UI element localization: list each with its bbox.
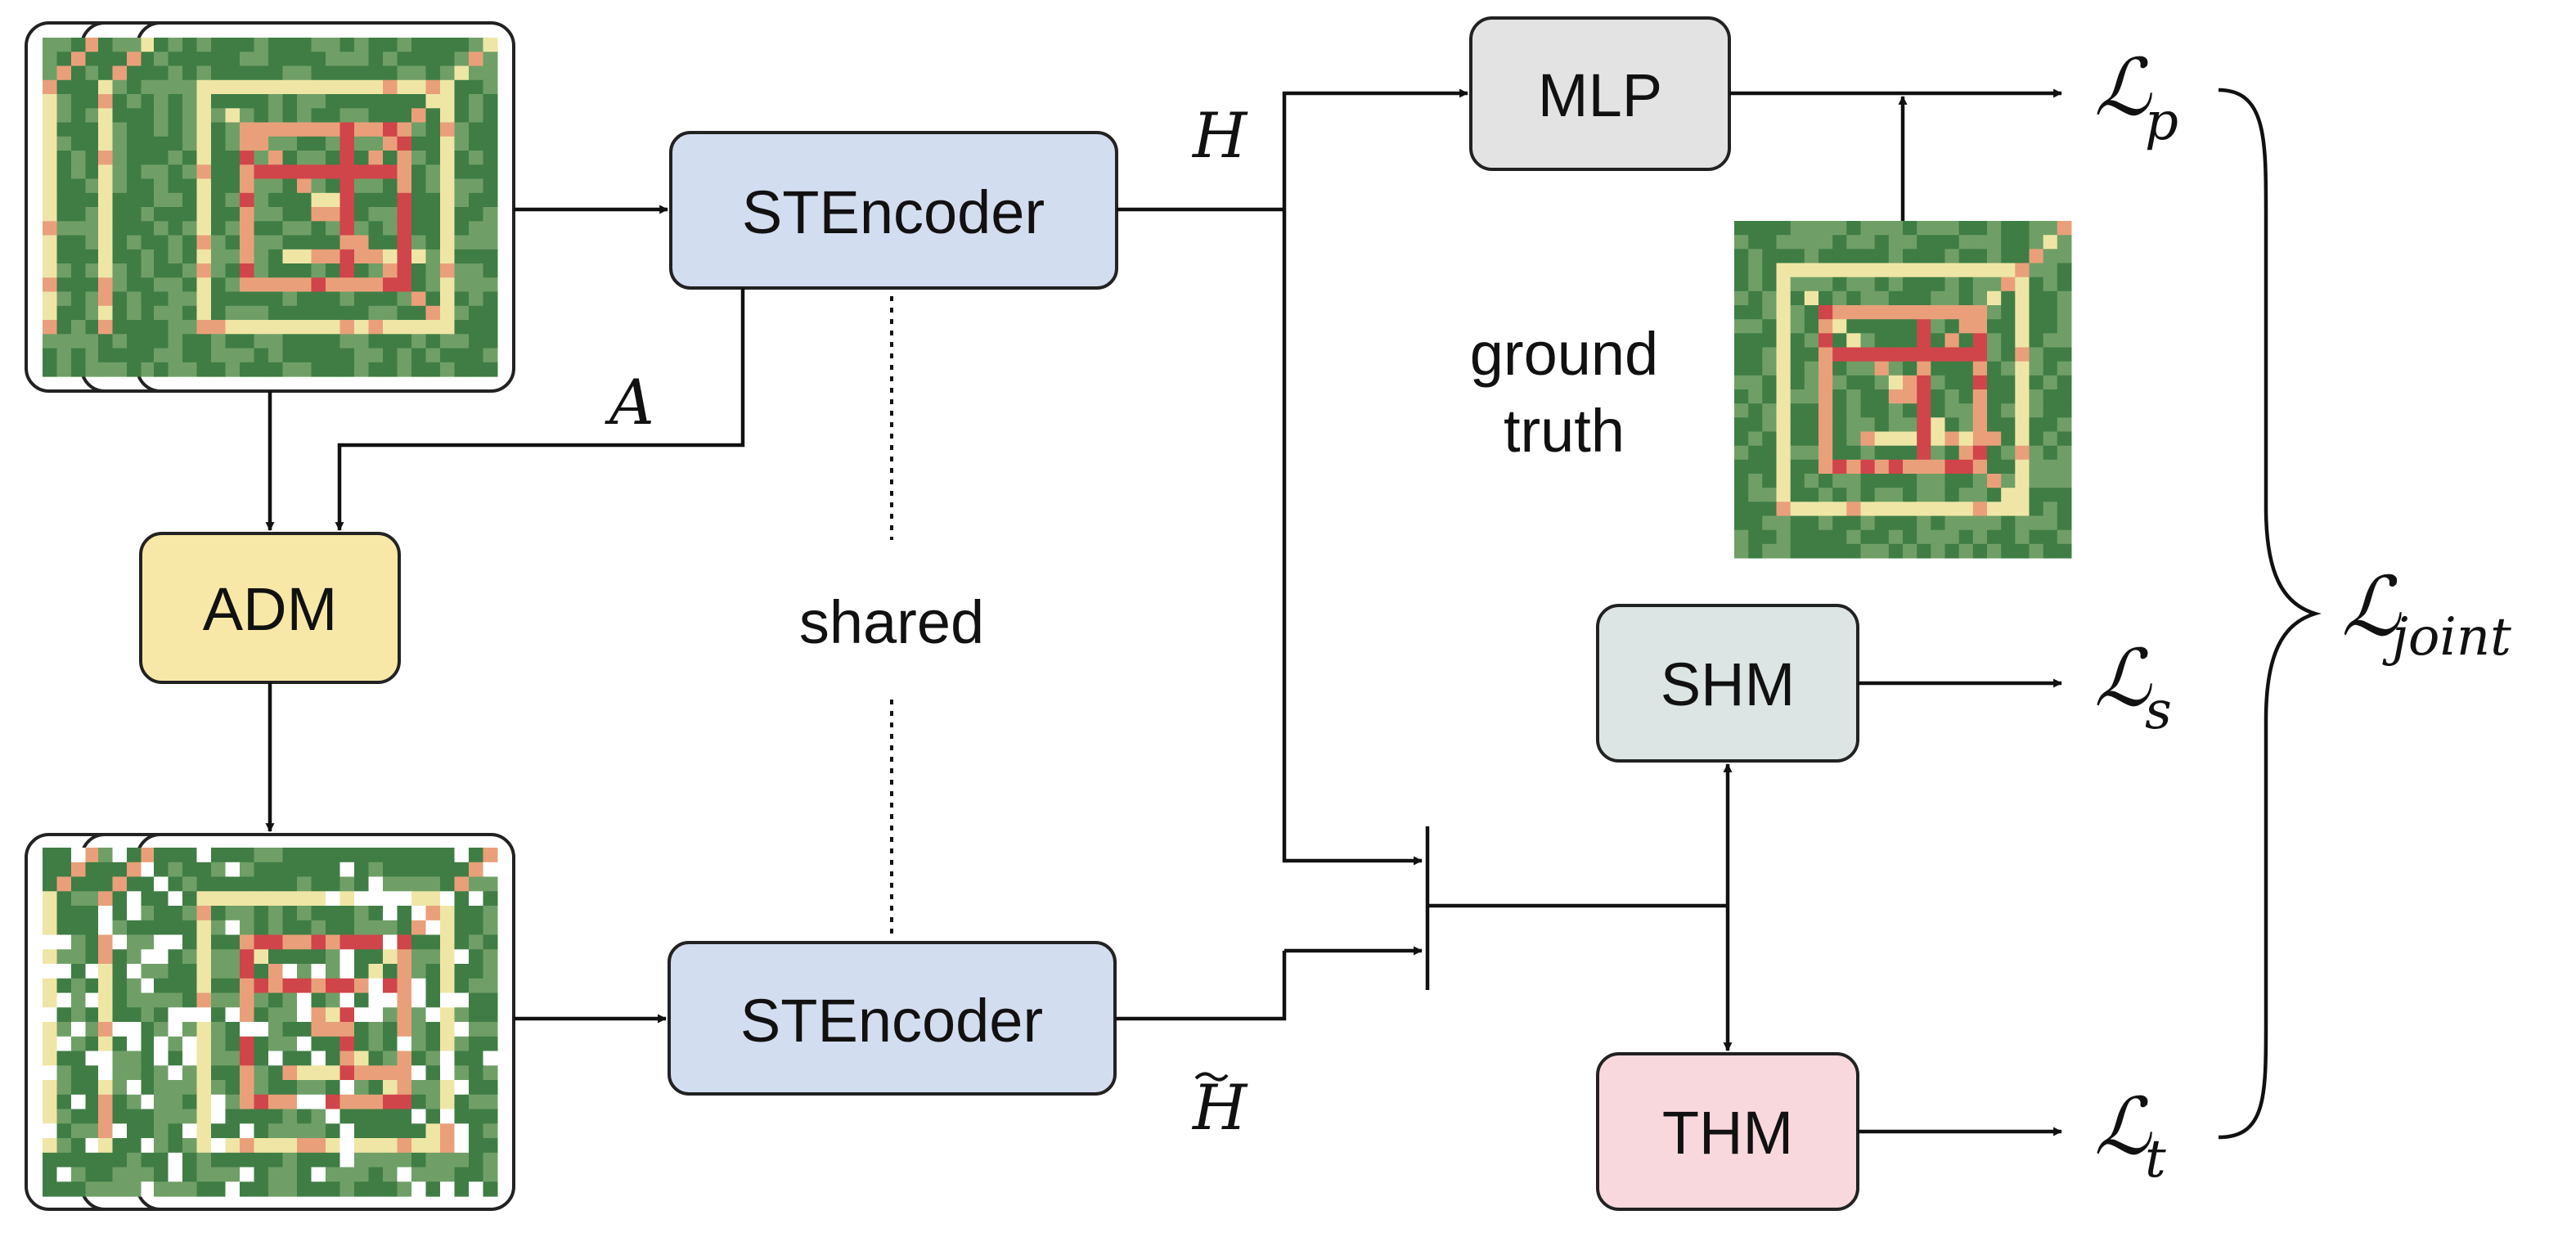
input-heatmap-mid <box>98 38 156 377</box>
mlp-label: MLP <box>1538 61 1662 129</box>
augmented-heatmap-stack <box>25 833 515 1211</box>
augmented-heatmap-back <box>43 848 101 1197</box>
h-tilde-label: H <box>1191 1071 1248 1144</box>
loss-joint-subscript: joint <box>2382 607 2511 668</box>
loss-s-glyph: ℒ <box>2094 632 2152 724</box>
augmented-heatmap-front <box>154 848 498 1197</box>
encoder-bottom-label: STEncoder <box>740 987 1043 1055</box>
augmented-heatmap-mid <box>98 848 156 1197</box>
thm-box: THM <box>1596 1052 1859 1211</box>
adm-label: ADM <box>203 575 337 643</box>
adm-box: ADM <box>139 532 401 684</box>
loss-p: ℒ p <box>2094 42 2178 152</box>
shared-label: shared <box>799 588 984 656</box>
loss-s-subscript: s <box>2145 681 2172 741</box>
edge-h-to-mlp <box>1282 88 1469 209</box>
mlp-box: MLP <box>1469 16 1731 171</box>
edge-h-to-concat <box>1282 209 1423 866</box>
encoder-top-label: STEncoder <box>742 178 1045 246</box>
encoder-bottom-box: STEncoder <box>668 941 1117 1096</box>
encoder-top-box: STEncoder <box>669 131 1118 290</box>
h-tilde-mark <box>1194 1072 1229 1082</box>
a-label: A <box>605 366 654 439</box>
input-heatmap-front <box>154 38 498 377</box>
loss-t: ℒ t <box>2094 1081 2166 1190</box>
input-heatmap-back <box>43 38 101 377</box>
shm-label: SHM <box>1661 650 1795 718</box>
loss-p-subscript: p <box>2145 92 2178 152</box>
loss-joint: ℒ joint <box>2341 559 2511 668</box>
h-tilde-label-group: H <box>1191 1071 1248 1144</box>
shm-box: SHM <box>1596 604 1859 763</box>
edge-a-to-adm <box>335 288 745 532</box>
loss-joint-glyph: ℒ <box>2341 559 2402 655</box>
edge-htilde-out <box>1115 951 1287 1021</box>
input-heatmap-stack <box>25 21 515 393</box>
joint-brace <box>2218 88 2322 1140</box>
loss-p-glyph: ℒ <box>2094 42 2152 133</box>
loss-t-glyph: ℒ <box>2094 1081 2152 1172</box>
ground-truth-label-line2: truth <box>1504 397 1625 465</box>
ground-truth-heatmap <box>1734 221 2072 559</box>
thm-label: THM <box>1662 1099 1793 1167</box>
loss-s: ℒ s <box>2094 632 2172 741</box>
h-label: H <box>1191 99 1248 172</box>
ground-truth-label-line1: ground <box>1470 320 1658 388</box>
loss-t-subscript: t <box>2145 1129 2166 1190</box>
